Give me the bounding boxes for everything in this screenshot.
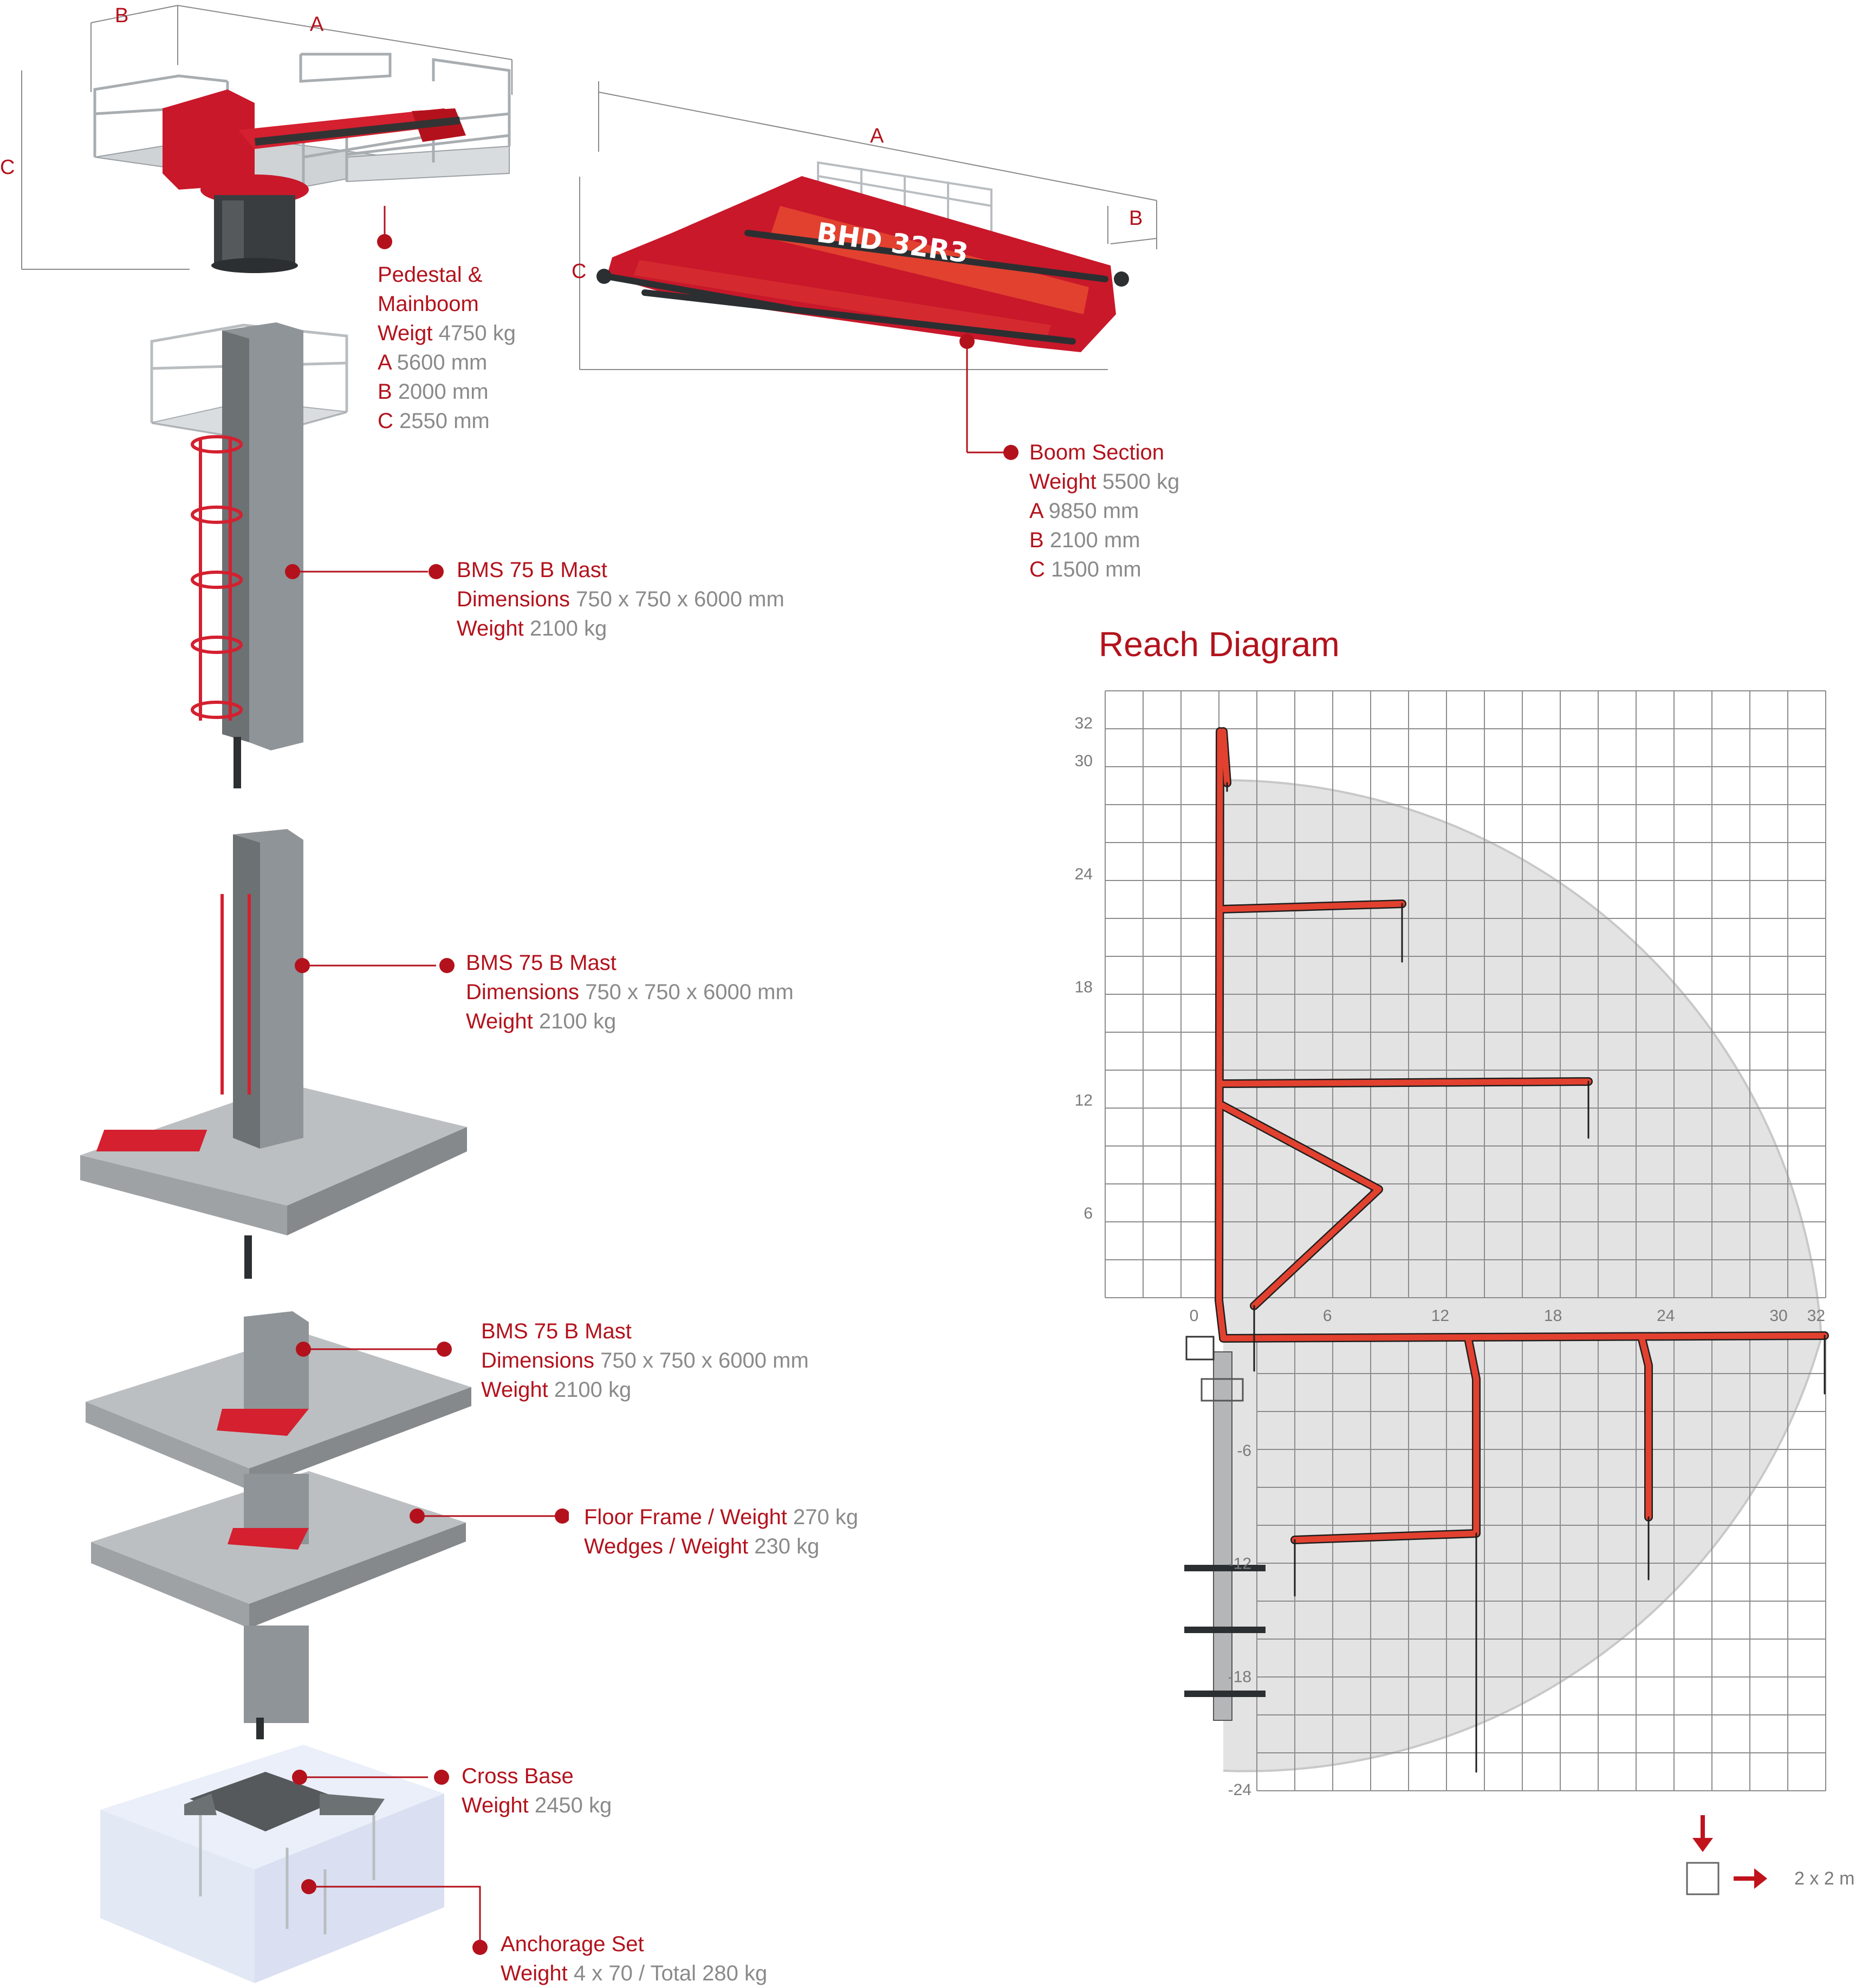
- reach-diagram-title: Reach Diagram: [1099, 625, 1340, 664]
- boom-name: Boom Section: [1029, 441, 1165, 464]
- y-tick-label-negative: -12: [1228, 1555, 1251, 1573]
- floor-frame-label: Floor Frame / Weight 270 kg Wedges / Wei…: [584, 1503, 858, 1561]
- x-tick-label: 0: [1190, 1307, 1199, 1325]
- mast-2-illustration: [80, 829, 467, 1279]
- anchorage-label: Anchorage Set Weight 4 x 70 / Total 280 …: [501, 1929, 767, 1988]
- scale-label: 2 x 2 m: [1794, 1868, 1855, 1889]
- pedestal-b-value: 2000 mm: [398, 380, 489, 404]
- mast-1-weight-key: Weight: [457, 617, 524, 640]
- x-tick-label: 24: [1657, 1307, 1675, 1325]
- boom-weight-key: Weight: [1029, 470, 1097, 494]
- mast-3-label: BMS 75 B Mast Dimensions 750 x 750 x 600…: [481, 1317, 809, 1404]
- y-tick-label: 12: [1075, 1091, 1093, 1109]
- reach-diagram: 0 6 12 18 24 30 32 32 30 24 18 12 6 -6 -12 -18 -24: [1075, 690, 1829, 1895]
- boom-b-value: 2100 mm: [1049, 528, 1140, 552]
- mast-3-weight-value: 2100 kg: [554, 1378, 632, 1402]
- boom-c-key: C: [1029, 558, 1045, 581]
- wedges-value: 230 kg: [754, 1534, 820, 1558]
- mast-3-dim-key: Dimensions: [481, 1349, 594, 1372]
- dim-letter-c-boom: C: [572, 260, 587, 283]
- cross-base-illustration: [100, 1745, 488, 1983]
- y-tick-label: 30: [1075, 752, 1093, 770]
- mast-3-name: BMS 75 B Mast: [481, 1319, 632, 1343]
- pedestal-label: Pedestal & Mainboom Weigt 4750 kg A 5600…: [378, 260, 516, 436]
- mast-2-weight-key: Weight: [466, 1009, 533, 1033]
- y-tick-label: 24: [1075, 865, 1093, 883]
- mast-3-dim-value: 750 x 750 x 6000 mm: [600, 1349, 809, 1372]
- mast-2-weight-value: 2100 kg: [539, 1009, 617, 1033]
- boom-section-illustration: [579, 81, 1157, 460]
- pedestal-mainboom-illustration: [21, 5, 512, 273]
- pedestal-a-value: 5600 mm: [397, 351, 488, 374]
- pedestal-c-value: 2550 mm: [399, 409, 490, 433]
- y-tick-label-negative: -6: [1237, 1442, 1251, 1460]
- boom-section-label: Boom Section Weight 5500 kg A 9850 mm B …: [1029, 438, 1179, 584]
- dim-letter-a-pedestal: A: [310, 13, 324, 36]
- cross-base-label: Cross Base Weight 2450 kg: [462, 1762, 612, 1820]
- pedestal-weight-key: Weigt: [378, 321, 433, 345]
- dim-letter-c-pedestal: C: [0, 156, 15, 179]
- y-tick-label: 32: [1075, 714, 1093, 732]
- x-tick-label: 12: [1431, 1307, 1449, 1325]
- x-tick-label: 32: [1807, 1307, 1825, 1325]
- x-tick-label: 18: [1544, 1307, 1562, 1325]
- floor-frame-value: 270 kg: [793, 1505, 859, 1529]
- boom-b-key: B: [1029, 528, 1044, 552]
- boom-weight-value: 5500 kg: [1102, 470, 1180, 494]
- pedestal-name-line2: Mainboom: [378, 292, 479, 316]
- cross-base-weight-key: Weight: [462, 1793, 529, 1817]
- mast-1-weight-value: 2100 kg: [529, 617, 607, 640]
- mast-1-dim-key: Dimensions: [457, 587, 570, 611]
- floor-frame-key: Floor Frame / Weight: [584, 1505, 787, 1529]
- mast-1-illustration: [150, 322, 444, 788]
- mast-2-name: BMS 75 B Mast: [466, 951, 617, 975]
- pedestal-weight-value: 4750 kg: [438, 321, 516, 345]
- mast-2-dim-value: 750 x 750 x 6000 mm: [585, 980, 794, 1004]
- dim-letter-b-pedestal: B: [115, 4, 129, 27]
- boom-a-value: 9850 mm: [1048, 499, 1139, 523]
- pedestal-a-key: A: [378, 351, 391, 374]
- x-tick-label: 30: [1769, 1307, 1787, 1325]
- boom-c-value: 1500 mm: [1051, 558, 1141, 581]
- mast-2-dim-key: Dimensions: [466, 980, 579, 1004]
- anchorage-weight-value: 4 x 70 / Total 280 kg: [573, 1961, 768, 1985]
- mast-1-label: BMS 75 B Mast Dimensions 750 x 750 x 600…: [457, 555, 784, 643]
- y-tick-label-negative: -18: [1228, 1668, 1251, 1686]
- cross-base-name: Cross Base: [462, 1764, 574, 1788]
- mast-2-label: BMS 75 B Mast Dimensions 750 x 750 x 600…: [466, 948, 794, 1036]
- mast-3-illustration: [86, 1311, 569, 1739]
- scale-legend: [1686, 1815, 1767, 1895]
- anchorage-weight-key: Weight: [501, 1961, 568, 1985]
- mast-1-dim-value: 750 x 750 x 6000 mm: [576, 587, 784, 611]
- mast-3-weight-key: Weight: [481, 1378, 548, 1402]
- dim-letter-b-boom: B: [1129, 207, 1143, 230]
- wedges-key: Wedges / Weight: [584, 1534, 749, 1558]
- y-tick-label-negative: -24: [1228, 1781, 1251, 1799]
- pedestal-c-key: C: [378, 409, 393, 433]
- pedestal-b-key: B: [378, 380, 392, 404]
- y-tick-label: 18: [1075, 979, 1093, 996]
- x-tick-label: 6: [1323, 1307, 1332, 1325]
- reach-tick-labels: 0 6 12 18 24 30 32 32 30 24 18 12 6 -6 -12 -18 -24: [1075, 714, 1825, 1799]
- reach-mast: [1184, 1336, 1266, 1721]
- anchorage-name: Anchorage Set: [501, 1932, 644, 1956]
- pedestal-callout: [377, 206, 392, 249]
- y-tick-label: 6: [1084, 1205, 1093, 1222]
- dim-letter-a-boom: A: [870, 125, 884, 147]
- cross-base-weight-value: 2450 kg: [534, 1793, 612, 1817]
- boom-a-key: A: [1029, 499, 1043, 523]
- mast-1-name: BMS 75 B Mast: [457, 558, 607, 582]
- pedestal-name-line1: Pedestal &: [378, 263, 483, 287]
- reach-booms: [1215, 727, 1829, 1773]
